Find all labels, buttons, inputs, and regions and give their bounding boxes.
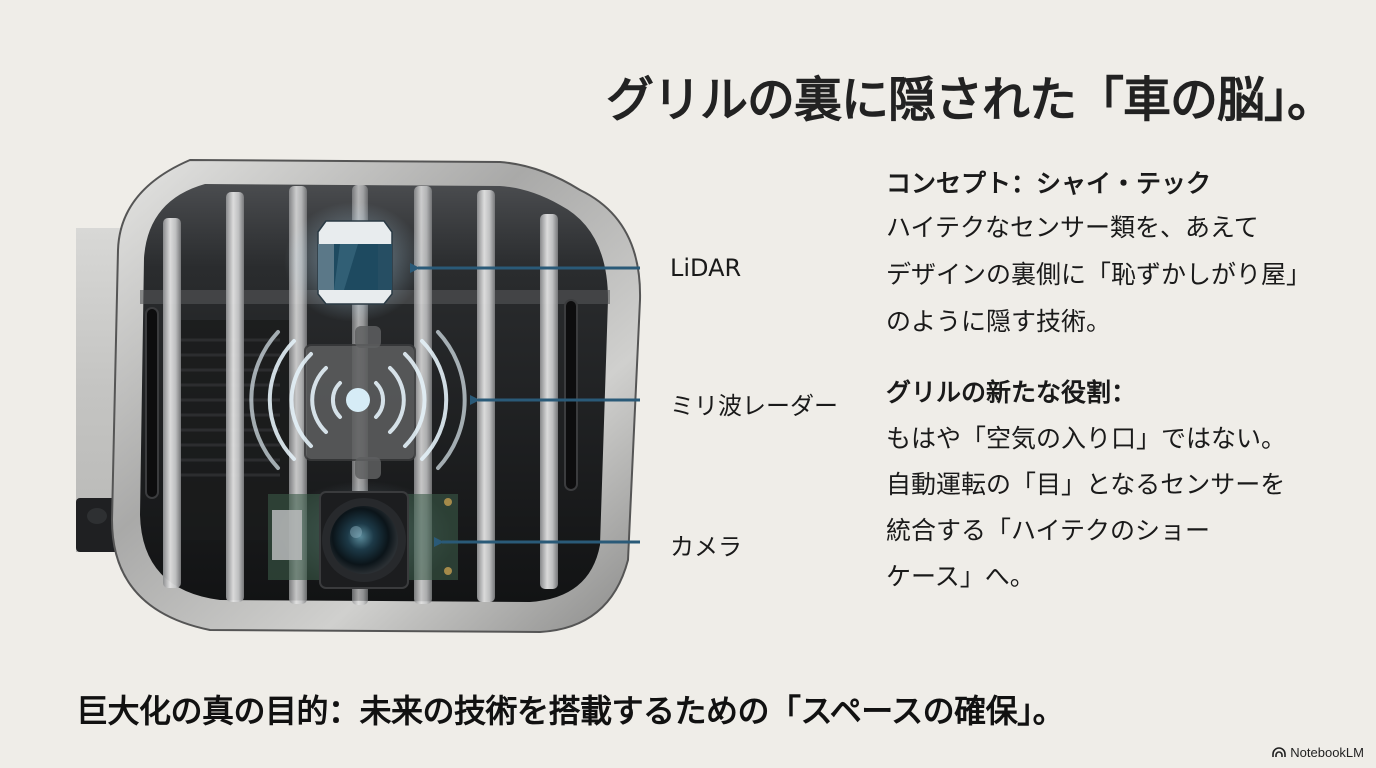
role-line: もはや「空気の入り口」ではない。 (886, 424, 1287, 453)
callout-label-radar: ミリ波レーダー (670, 392, 838, 420)
radar-sensor-icon (249, 326, 467, 479)
role-line: 自動運転の「目」となるセンサーを (886, 470, 1286, 499)
concept-line: デザインの裏側に「恥ずかしがり屋」 (886, 260, 1312, 289)
concept-section: コンセプト：シャイ・テック ハイテクなセンサー類を、あえて デザインの裏側に「恥… (886, 166, 1346, 345)
role-line: 統合する「ハイテクのショー (886, 516, 1211, 545)
concept-heading: コンセプト：シャイ・テック (886, 169, 1212, 198)
brand-watermark: NotebookLM (1272, 745, 1364, 760)
concept-line: ハイテクなセンサー類を、あえて (886, 213, 1259, 242)
callout-label-camera: カメラ (670, 533, 742, 561)
lidar-sensor-icon (284, 202, 424, 322)
brand-name: NotebookLM (1290, 745, 1364, 760)
concept-line: のように隠す技術。 (886, 307, 1112, 336)
callout-arrows (418, 268, 640, 542)
footer-statement: 巨大化の真の目的：未来の技術を搭載するための「スペースの確保」。 (76, 692, 1065, 730)
callout-label-lidar: LiDAR (670, 254, 742, 282)
role-section: グリルの新たな役割： もはや「空気の入り口」ではない。 自動運転の「目」となるセ… (886, 374, 1346, 600)
role-heading: グリルの新たな役割： (886, 378, 1137, 407)
notebooklm-logo-icon (1272, 747, 1287, 757)
role-line: ケース」へ。 (886, 562, 1035, 591)
camera-sensor-icon (268, 481, 458, 591)
grille-illustration (76, 158, 642, 634)
slide-title: グリルの裏に隠された「車の脳」。 (606, 72, 1335, 128)
